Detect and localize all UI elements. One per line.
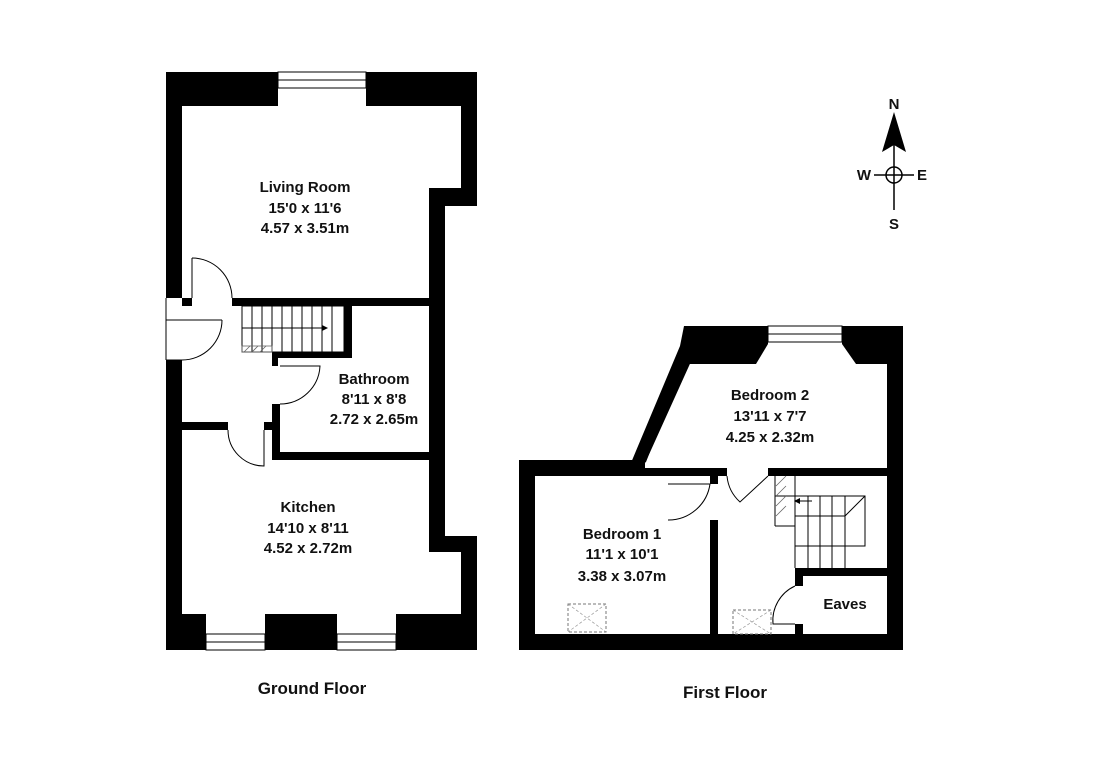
kitchen-imperial: 14'10 x 8'11 xyxy=(267,520,348,537)
bathroom-metric: 2.72 x 2.65m xyxy=(330,411,418,428)
eaves-door xyxy=(772,585,796,625)
living-room-imperial: 15'0 x 11'6 xyxy=(268,200,341,217)
compass-east: E xyxy=(917,167,927,184)
eaves-name: Eaves xyxy=(823,596,866,613)
compass-rose: N S W E xyxy=(857,96,927,233)
bedroom-1-door xyxy=(667,483,711,521)
bedroom-2-imperial: 13'11 x 7'7 xyxy=(733,408,806,425)
ground-floor-stairs xyxy=(241,305,345,353)
north-arrow-icon xyxy=(882,112,906,152)
bathroom-imperial: 8'11 x 8'8 xyxy=(342,391,407,408)
bedroom-1-metric: 3.38 x 3.07m xyxy=(578,568,666,585)
bedroom-2-door xyxy=(726,475,769,503)
compass-west: W xyxy=(857,167,872,184)
living-room-name: Living Room xyxy=(260,179,351,196)
living-room-door xyxy=(191,257,233,299)
compass-south: S xyxy=(889,216,899,233)
kitchen-name: Kitchen xyxy=(280,499,335,516)
bedroom-1-skylight xyxy=(567,603,607,633)
bedroom-2-metric: 4.25 x 2.32m xyxy=(726,429,814,446)
bathroom-door xyxy=(279,365,321,405)
front-door xyxy=(165,298,223,361)
compass-north: N xyxy=(889,96,900,113)
kitchen-door xyxy=(227,429,265,467)
bedroom-2-name: Bedroom 2 xyxy=(731,387,809,404)
bedroom-1-name: Bedroom 1 xyxy=(583,526,661,543)
first-floor-plan: Bedroom 2 13'11 x 7'7 4.25 x 2.32m Bedro… xyxy=(519,325,903,702)
bathroom-name: Bathroom xyxy=(339,371,410,388)
bedroom-1-imperial: 11'1 x 10'1 xyxy=(585,546,658,563)
first-floor-caption: First Floor xyxy=(683,683,767,702)
living-room-metric: 4.57 x 3.51m xyxy=(261,220,349,237)
kitchen-metric: 4.52 x 2.72m xyxy=(264,540,352,557)
first-floor-stairs xyxy=(774,475,866,568)
ground-floor-plan: Living Room 15'0 x 11'6 4.57 x 3.51m Bat… xyxy=(165,71,477,698)
ground-floor-caption: Ground Floor xyxy=(258,679,367,698)
landing-skylight xyxy=(732,609,772,635)
